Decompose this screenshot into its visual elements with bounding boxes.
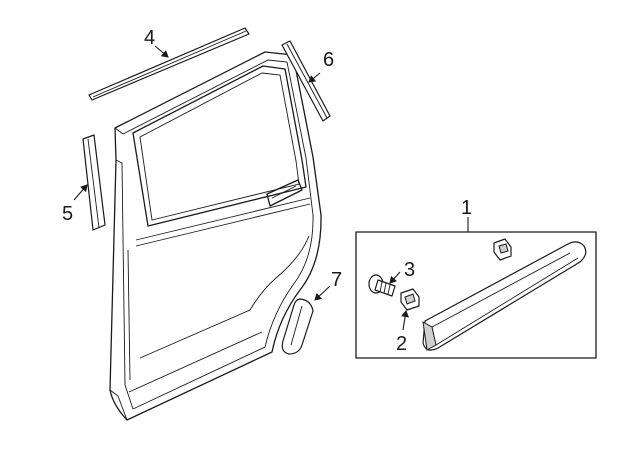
callout-3: 3	[404, 259, 415, 281]
leader-lines	[73, 45, 469, 331]
rear-door-shell	[109, 51, 322, 421]
body-side-molding	[422, 241, 587, 351]
callout-6: 6	[323, 49, 334, 71]
part-7-arch-molding	[281, 298, 314, 355]
part-3-screw	[368, 274, 396, 297]
part-2-clip	[400, 288, 420, 311]
part-5-front-applique	[82, 134, 106, 231]
part-4-upper-molding	[88, 27, 250, 101]
callout-2: 2	[396, 333, 407, 355]
callout-4: 4	[144, 27, 155, 49]
part-1-box	[355, 231, 597, 359]
molding-clip-upper	[493, 238, 512, 261]
callout-7: 7	[331, 269, 342, 291]
part-6-rear-applique	[281, 40, 331, 122]
callout-1: 1	[461, 197, 472, 219]
callout-5: 5	[62, 203, 73, 225]
callout-labels: 1 2 3 4 5 6 7	[62, 27, 472, 355]
